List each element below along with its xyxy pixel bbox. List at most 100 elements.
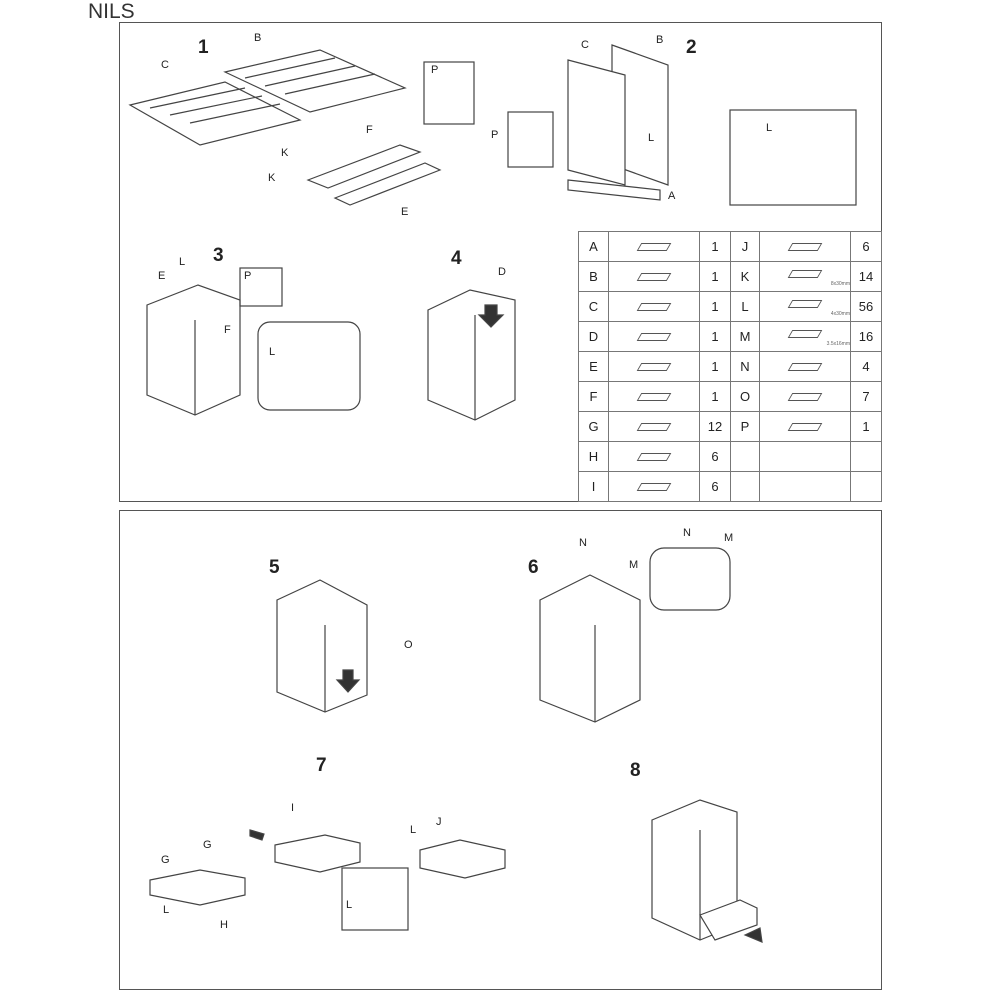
- part-label: L: [163, 904, 170, 916]
- step4-drawing: [427, 289, 516, 421]
- part-label: L: [269, 346, 276, 358]
- part-label: D: [498, 266, 506, 278]
- part-cell: B: [578, 261, 609, 292]
- part-icon: [759, 231, 851, 262]
- part-label: C: [161, 59, 169, 71]
- empty-cell: [850, 441, 882, 472]
- part-icon: [608, 261, 700, 292]
- part-label: K: [281, 147, 289, 159]
- part-cell: 12: [699, 411, 731, 442]
- part-icon: [608, 321, 700, 352]
- part-label: B: [254, 32, 262, 44]
- step-number: 3: [213, 245, 224, 266]
- step-number: 7: [316, 755, 327, 776]
- part-label: J: [436, 816, 442, 828]
- part-icon: 4x30mm: [759, 291, 851, 322]
- empty-cell: [759, 441, 851, 472]
- part-cell: 6: [699, 471, 731, 502]
- part-label: N: [683, 527, 691, 539]
- part-label: M: [629, 559, 639, 571]
- part-cell: M: [730, 321, 760, 352]
- part-label: E: [401, 206, 409, 218]
- part-cell: 4: [850, 351, 882, 382]
- step1-drawing: [128, 49, 475, 206]
- step8-drawing: [651, 799, 763, 943]
- panel-steps-5-8: [119, 510, 882, 990]
- part-cell: 16: [850, 321, 882, 352]
- part-cell: D: [578, 321, 609, 352]
- part-icon: [759, 411, 851, 442]
- part-label: F: [366, 124, 373, 136]
- step2-drawing: [507, 44, 857, 206]
- part-cell: H: [578, 441, 609, 472]
- part-cell: 6: [699, 441, 731, 472]
- part-icon: [608, 381, 700, 412]
- part-label: M: [724, 532, 734, 544]
- part-label: L: [410, 824, 417, 836]
- part-cell: J: [730, 231, 760, 262]
- part-label: A: [668, 190, 676, 202]
- step-number: 8: [630, 760, 641, 781]
- part-icon: [608, 441, 700, 472]
- part-label: G: [161, 854, 170, 866]
- part-size: 3.5x16mm: [826, 341, 850, 347]
- part-icon: 8x30mm: [759, 261, 851, 292]
- part-cell: N: [730, 351, 760, 382]
- part-label: C: [581, 39, 589, 51]
- part-cell: K: [730, 261, 760, 292]
- document-title: NILS: [88, 0, 135, 23]
- part-cell: P: [730, 411, 760, 442]
- step7-drawing: [149, 829, 506, 931]
- empty-cell: [730, 441, 760, 472]
- part-label: P: [491, 129, 499, 141]
- part-cell: 1: [699, 321, 731, 352]
- panel-steps-1-4: [119, 22, 882, 502]
- step3-drawing: [146, 267, 361, 416]
- step5-drawing: [276, 579, 368, 713]
- part-label: O: [404, 639, 413, 651]
- part-size: 4x30mm: [830, 311, 850, 317]
- part-label: L: [766, 122, 773, 134]
- part-label: H: [220, 919, 228, 931]
- step-number: 4: [451, 248, 462, 269]
- step-number: 6: [528, 557, 539, 578]
- part-label: F: [224, 324, 231, 336]
- part-label: B: [656, 34, 664, 46]
- part-cell: 1: [699, 291, 731, 322]
- part-icon: [608, 471, 700, 502]
- step6-drawing: [539, 547, 731, 723]
- empty-cell: [730, 471, 760, 502]
- part-label: E: [158, 270, 166, 282]
- part-icon: [608, 231, 700, 262]
- part-label: N: [579, 537, 587, 549]
- part-cell: 14: [850, 261, 882, 292]
- part-icon: [608, 411, 700, 442]
- part-icon: 3.5x16mm: [759, 321, 851, 352]
- part-cell: 7: [850, 381, 882, 412]
- part-label: L: [648, 132, 655, 144]
- part-cell: G: [578, 411, 609, 442]
- part-cell: 1: [699, 261, 731, 292]
- part-label: L: [179, 256, 186, 268]
- part-cell: O: [730, 381, 760, 412]
- part-cell: A: [578, 231, 609, 262]
- part-cell: 1: [699, 351, 731, 382]
- part-cell: C: [578, 291, 609, 322]
- part-label: L: [346, 899, 353, 911]
- step-number: 1: [198, 37, 209, 58]
- part-size: 8x30mm: [830, 281, 850, 287]
- part-cell: 1: [699, 231, 731, 262]
- part-cell: 1: [699, 381, 731, 412]
- part-label: I: [291, 802, 295, 814]
- part-icon: [759, 351, 851, 382]
- part-cell: F: [578, 381, 609, 412]
